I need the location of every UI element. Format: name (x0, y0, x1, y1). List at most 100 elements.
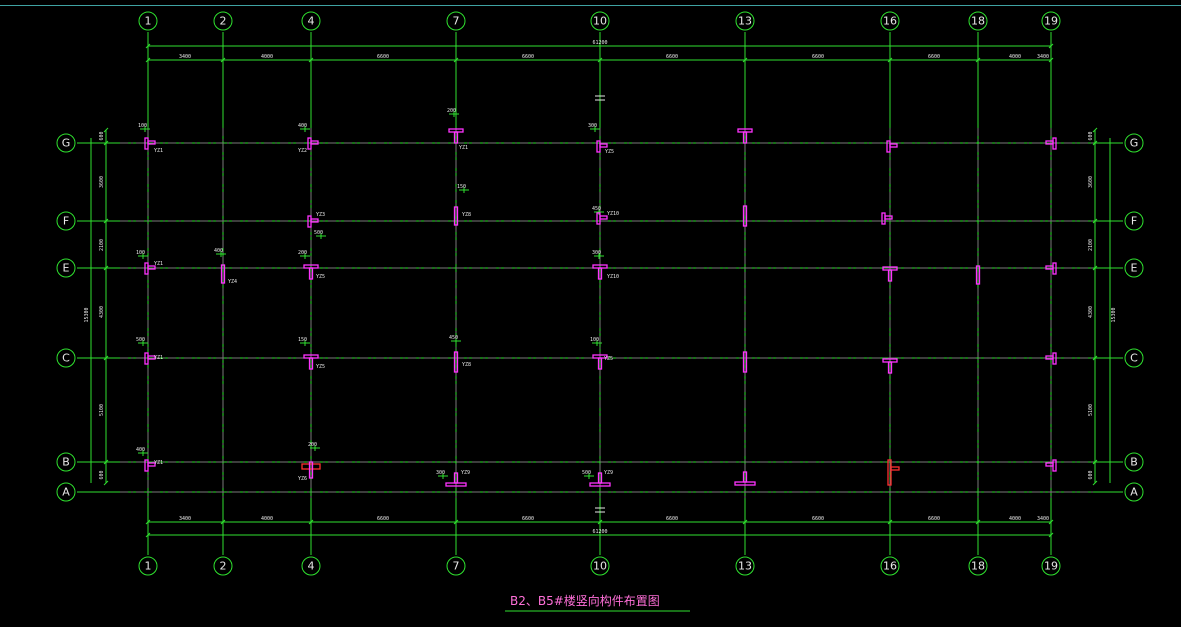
column-l-shape (1045, 265, 1054, 270)
axis-label: C (1130, 352, 1138, 365)
dimension-tick (220, 57, 226, 63)
column-t-shape (597, 357, 603, 370)
dimension-tick (597, 57, 603, 63)
column-l-shape (147, 462, 156, 467)
dimension-tick (887, 519, 893, 525)
dimension-tick (453, 519, 459, 525)
bay-dimension-label: 6600 (522, 54, 534, 60)
column-t-shape (453, 131, 459, 144)
column-tag: YZ5 (316, 364, 325, 370)
column-red-shape (890, 466, 900, 471)
column-wall (220, 264, 226, 284)
axis-bubble (968, 11, 988, 31)
column-t-base (453, 472, 459, 484)
column-l-shape (147, 140, 156, 145)
bay-dimension-label: 3400 (1037, 54, 1049, 60)
bay-dimension-label: 4000 (261, 54, 273, 60)
vertical-dimension-label: 600 (1088, 470, 1094, 479)
dimension-tick (103, 355, 109, 361)
axis-bubble (56, 482, 76, 502)
column-tag: YZ10 (607, 211, 619, 217)
axis-label: G (1130, 137, 1139, 150)
dimension-tick (887, 57, 893, 63)
axis-bubble (301, 11, 321, 31)
axis-bubble (968, 556, 988, 576)
local-dimension-label: 150 (457, 184, 466, 190)
column-tag: YZ5 (604, 356, 613, 362)
column-tag: YZ9 (461, 470, 470, 476)
dimension-tick (145, 57, 151, 63)
column-t-shape (887, 269, 893, 282)
axis-bubbles (56, 11, 1144, 576)
column-wall (975, 265, 981, 285)
vertical-dimension-label: 5100 (99, 404, 105, 416)
bay-dimension-label: 6600 (522, 516, 534, 522)
bay-dimension-label: 6600 (928, 516, 940, 522)
axis-label: A (1130, 486, 1138, 499)
bay-dimension-label: 3400 (179, 516, 191, 522)
column-tag: YZ3 (316, 212, 325, 218)
vertical-dimension-label: 2100 (99, 239, 105, 251)
column-l-shape (599, 215, 608, 220)
dimension-tick (1048, 43, 1054, 49)
column-red-shape (301, 463, 321, 470)
column-l-shape (147, 355, 156, 360)
local-dimension-label: 200 (298, 250, 307, 256)
drawing-title: B2、B5#楼竖向构件布置图 (510, 593, 660, 608)
grid-lines (77, 32, 1123, 555)
overall-dimension-label: 61200 (592, 529, 607, 535)
column-t-base (742, 471, 748, 483)
dimension-tick (308, 57, 314, 63)
dimension-tick (145, 519, 151, 525)
bay-dimension-label: 3400 (179, 54, 191, 60)
bay-dimension-label: 6600 (666, 54, 678, 60)
column-t-base (597, 472, 603, 484)
columns (144, 128, 1057, 487)
axis-label: 1 (145, 15, 152, 28)
dimension-tick (742, 57, 748, 63)
dimension-tick (1092, 140, 1098, 146)
dimension-tick (145, 43, 151, 49)
axis-label: 16 (883, 15, 897, 28)
dimension-tick (103, 265, 109, 271)
axis-label: F (1131, 215, 1137, 228)
local-dimension-label: 450 (449, 335, 458, 341)
dimension-tick (220, 519, 226, 525)
vertical-dimension-label: 15300 (84, 307, 90, 322)
axis-label: A (62, 486, 70, 499)
dimension-tick (597, 519, 603, 525)
local-dimension-label: 400 (214, 248, 223, 254)
dimension-tick (1092, 459, 1098, 465)
axis-label: E (63, 262, 70, 275)
column-wall (453, 351, 459, 373)
dimension-tick (1048, 57, 1054, 63)
bay-dimension-label: 6600 (666, 516, 678, 522)
axis-bubble (446, 11, 466, 31)
axis-bubble (1124, 133, 1144, 153)
vertical-dimension-label: 5100 (1088, 404, 1094, 416)
column-l-shape (1045, 140, 1054, 145)
column-tag: YZ5 (316, 274, 325, 280)
vertical-dimension-label: 2100 (1088, 239, 1094, 251)
column-tag: YZ6 (298, 476, 307, 482)
local-dimension-label: 100 (136, 250, 145, 256)
local-dimension-label: 150 (298, 337, 307, 343)
dimension-lines (90, 43, 1111, 538)
axis-bubble (590, 556, 610, 576)
column-wall (308, 461, 314, 479)
bay-dimension-label: 4000 (1009, 516, 1021, 522)
axis-label: 18 (971, 15, 985, 28)
column-red-shape (887, 459, 892, 486)
dimension-tick (103, 140, 109, 146)
axis-label: E (1131, 262, 1138, 275)
axis-bubble (1124, 348, 1144, 368)
axis-label: 4 (308, 560, 315, 573)
axis-label: B (62, 456, 70, 469)
column-tag: YZ9 (604, 470, 613, 476)
column-tag: YZ1 (154, 460, 163, 466)
local-dimension-label: 500 (582, 470, 591, 476)
column-t-shape (742, 131, 748, 144)
local-dimension-label: 400 (136, 447, 145, 453)
axis-label: 1 (145, 560, 152, 573)
vertical-dimension-label: 3600 (99, 176, 105, 188)
